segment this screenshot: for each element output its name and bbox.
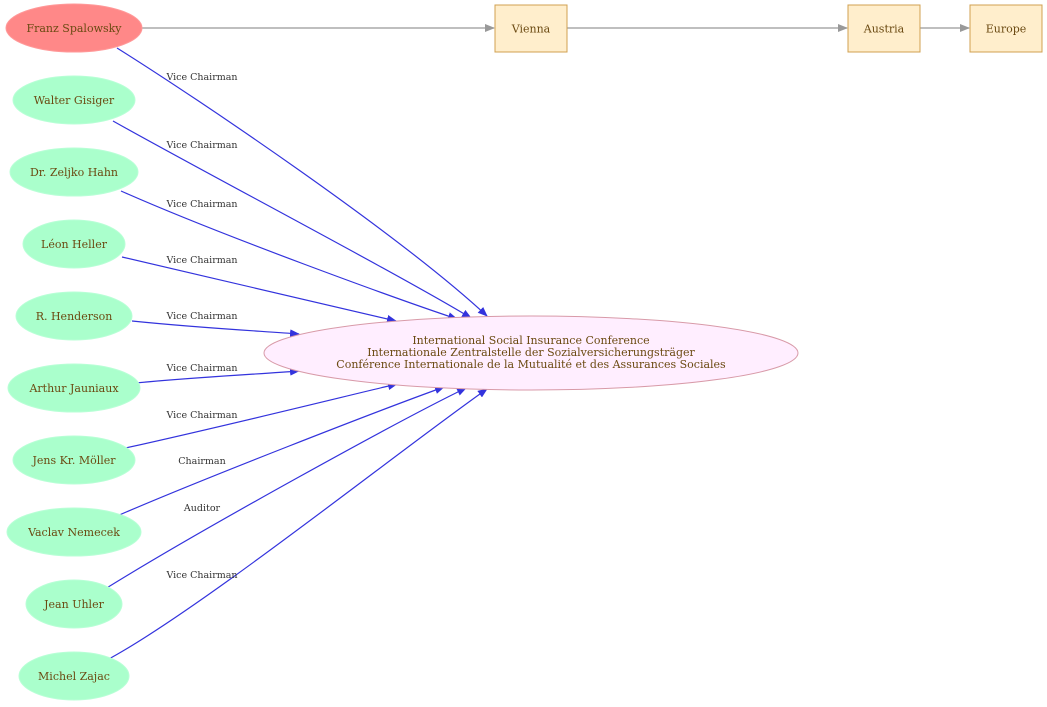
edge-leon-heller xyxy=(121,256,397,323)
person-node-shape xyxy=(6,507,142,557)
edge-label-jens-kr-moller: Vice Chairman xyxy=(165,410,237,421)
person-node-shape xyxy=(5,3,143,53)
person-name: Michel Zajac xyxy=(38,670,110,683)
organization-name-line: Conférence Internationale de la Mutualit… xyxy=(336,358,726,371)
edge-label-arthur-jauniaux: Vice Chairman xyxy=(165,363,237,374)
place-name: Europe xyxy=(986,23,1027,36)
person-name: Jean Uhler xyxy=(43,598,104,611)
organization-name-line: Internationale Zentralstelle der Sozialv… xyxy=(367,346,695,359)
edge-michel-zajac xyxy=(106,388,488,661)
person-node-walter-gisiger[interactable]: Walter Gisiger xyxy=(12,75,136,125)
person-node-vaclav-nemecek[interactable]: Vaclav Nemecek xyxy=(6,507,142,557)
edge-label-walter-gisiger: Vice Chairman xyxy=(165,140,237,151)
organization-node-shape xyxy=(263,315,799,391)
person-name: R. Henderson xyxy=(36,310,113,323)
person-name: Walter Gisiger xyxy=(34,94,115,107)
edge-jens-kr-moller xyxy=(120,382,398,450)
person-name: Léon Heller xyxy=(41,238,108,251)
edge-walter-gisiger xyxy=(112,120,472,319)
place-node-shape xyxy=(969,4,1043,53)
edge-zeljko-hahn xyxy=(120,190,458,320)
edge-label-r-henderson: Vice Chairman xyxy=(165,311,237,322)
place-node-shape xyxy=(847,4,921,53)
person-node-shape xyxy=(18,651,130,701)
person-node-shape xyxy=(25,579,123,629)
person-node-jean-uhler[interactable]: Jean Uhler xyxy=(25,579,123,629)
place-node-austria[interactable]: Austria xyxy=(847,4,921,53)
person-node-franz-spalowsky[interactable]: Franz Spalowsky xyxy=(5,3,143,53)
edge-label-jean-uhler: Auditor xyxy=(183,503,221,514)
person-node-shape xyxy=(12,435,136,485)
person-node-r-henderson[interactable]: R. Henderson xyxy=(15,291,133,341)
person-node-shape xyxy=(9,147,139,197)
edge-jean-uhler xyxy=(104,387,467,590)
place-node-vienna[interactable]: Vienna xyxy=(494,4,568,53)
person-node-shape xyxy=(22,219,126,269)
person-node-shape xyxy=(12,75,136,125)
person-node-jens-kr-moller[interactable]: Jens Kr. Möller xyxy=(12,435,136,485)
edge-label-zeljko-hahn: Vice Chairman xyxy=(165,199,237,210)
person-node-arthur-jauniaux[interactable]: Arthur Jauniaux xyxy=(7,363,141,413)
edge-vaclav-nemecek xyxy=(116,386,445,517)
edge-franz-spalowsky xyxy=(116,47,488,317)
organization-name-line: International Social Insurance Conferenc… xyxy=(412,334,649,347)
organization-node[interactable]: International Social Insurance Conferenc… xyxy=(263,315,799,391)
edge-r-henderson xyxy=(131,320,300,338)
place-name: Austria xyxy=(863,23,905,36)
person-node-shape xyxy=(15,291,133,341)
person-name: Franz Spalowsky xyxy=(26,22,122,35)
person-node-michel-zajac[interactable]: Michel Zajac xyxy=(18,651,130,701)
person-name: Dr. Zeljko Hahn xyxy=(30,166,118,179)
person-node-leon-heller[interactable]: Léon Heller xyxy=(22,219,126,269)
place-name: Vienna xyxy=(511,23,551,36)
place-node-shape xyxy=(494,4,568,53)
edge-label-leon-heller: Vice Chairman xyxy=(165,255,237,266)
person-name: Arthur Jauniaux xyxy=(28,382,119,395)
person-name: Jens Kr. Möller xyxy=(31,454,116,467)
person-name: Vaclav Nemecek xyxy=(27,526,120,539)
place-node-europe[interactable]: Europe xyxy=(969,4,1043,53)
edge-label-vaclav-nemecek: Chairman xyxy=(178,456,225,467)
edge-arthur-jauniaux xyxy=(134,367,300,384)
person-node-zeljko-hahn[interactable]: Dr. Zeljko Hahn xyxy=(9,147,139,197)
edge-label-franz-spalowsky: Vice Chairman xyxy=(165,72,237,83)
person-node-shape xyxy=(7,363,141,413)
edge-label-michel-zajac: Vice Chairman xyxy=(165,570,237,581)
